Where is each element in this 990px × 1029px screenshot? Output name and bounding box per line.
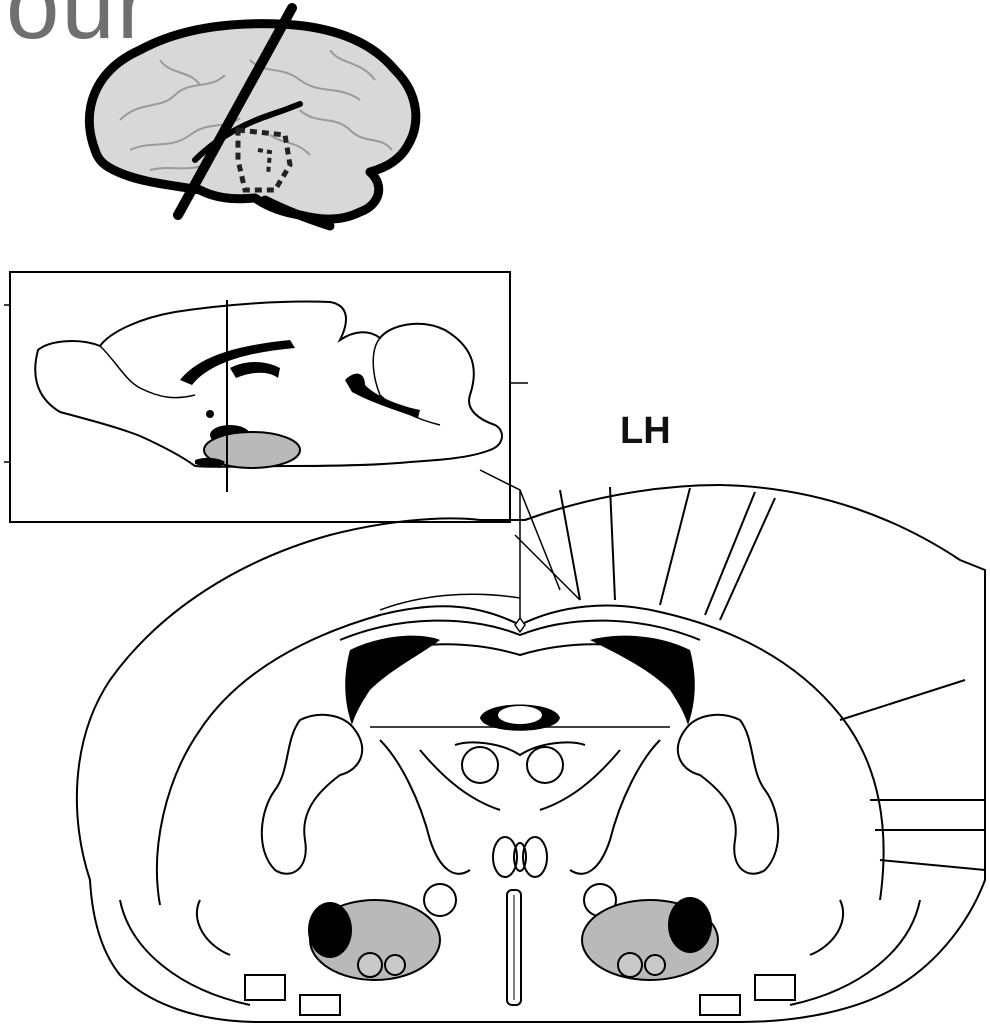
coronal-right-hippocampus [678,715,778,874]
coronal-right-ventricle [590,636,695,725]
human-brain-lateral-view [89,8,415,226]
rat-brain-coronal-section [77,470,985,1022]
coronal-left-hippocampus [262,715,362,874]
coronal-left-ventricle [345,636,440,725]
sagittal-inset-frame [10,272,510,522]
coronal-radial-lines [560,487,985,870]
coronal-left-black-nucleus [308,902,352,958]
rat-brain-sagittal-inset [4,272,528,522]
sagittal-dot [206,410,214,418]
coronal-right-black-nucleus [668,897,712,953]
